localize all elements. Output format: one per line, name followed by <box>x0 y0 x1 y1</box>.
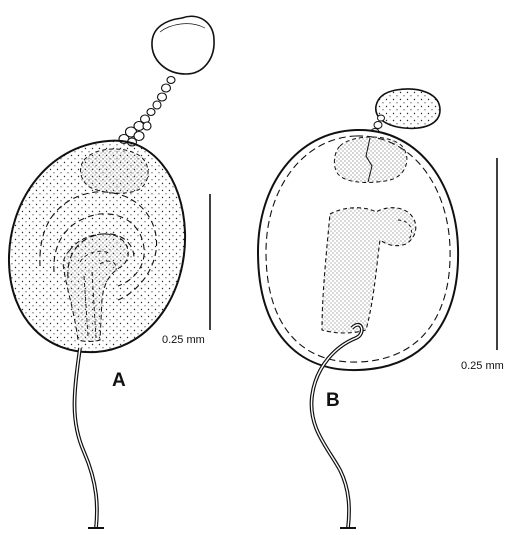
scale-bar-b-label: 0.25 mm <box>461 360 504 372</box>
panel-b-label: B <box>326 390 340 412</box>
panel-a-label: A <box>112 370 126 392</box>
specimen-b <box>258 89 458 528</box>
specimen-a-stalk <box>75 348 97 528</box>
specimen-a <box>9 16 214 528</box>
scale-bar-a-label: 0.25 mm <box>162 334 205 346</box>
specimen-a-top-vesicle <box>152 16 214 74</box>
specimen-a-bead-chain <box>119 77 175 147</box>
specimen-b-apical-body <box>334 137 407 182</box>
specimen-a-apical-lobe <box>81 149 149 193</box>
specimen-b-top-vesicle <box>376 89 440 128</box>
